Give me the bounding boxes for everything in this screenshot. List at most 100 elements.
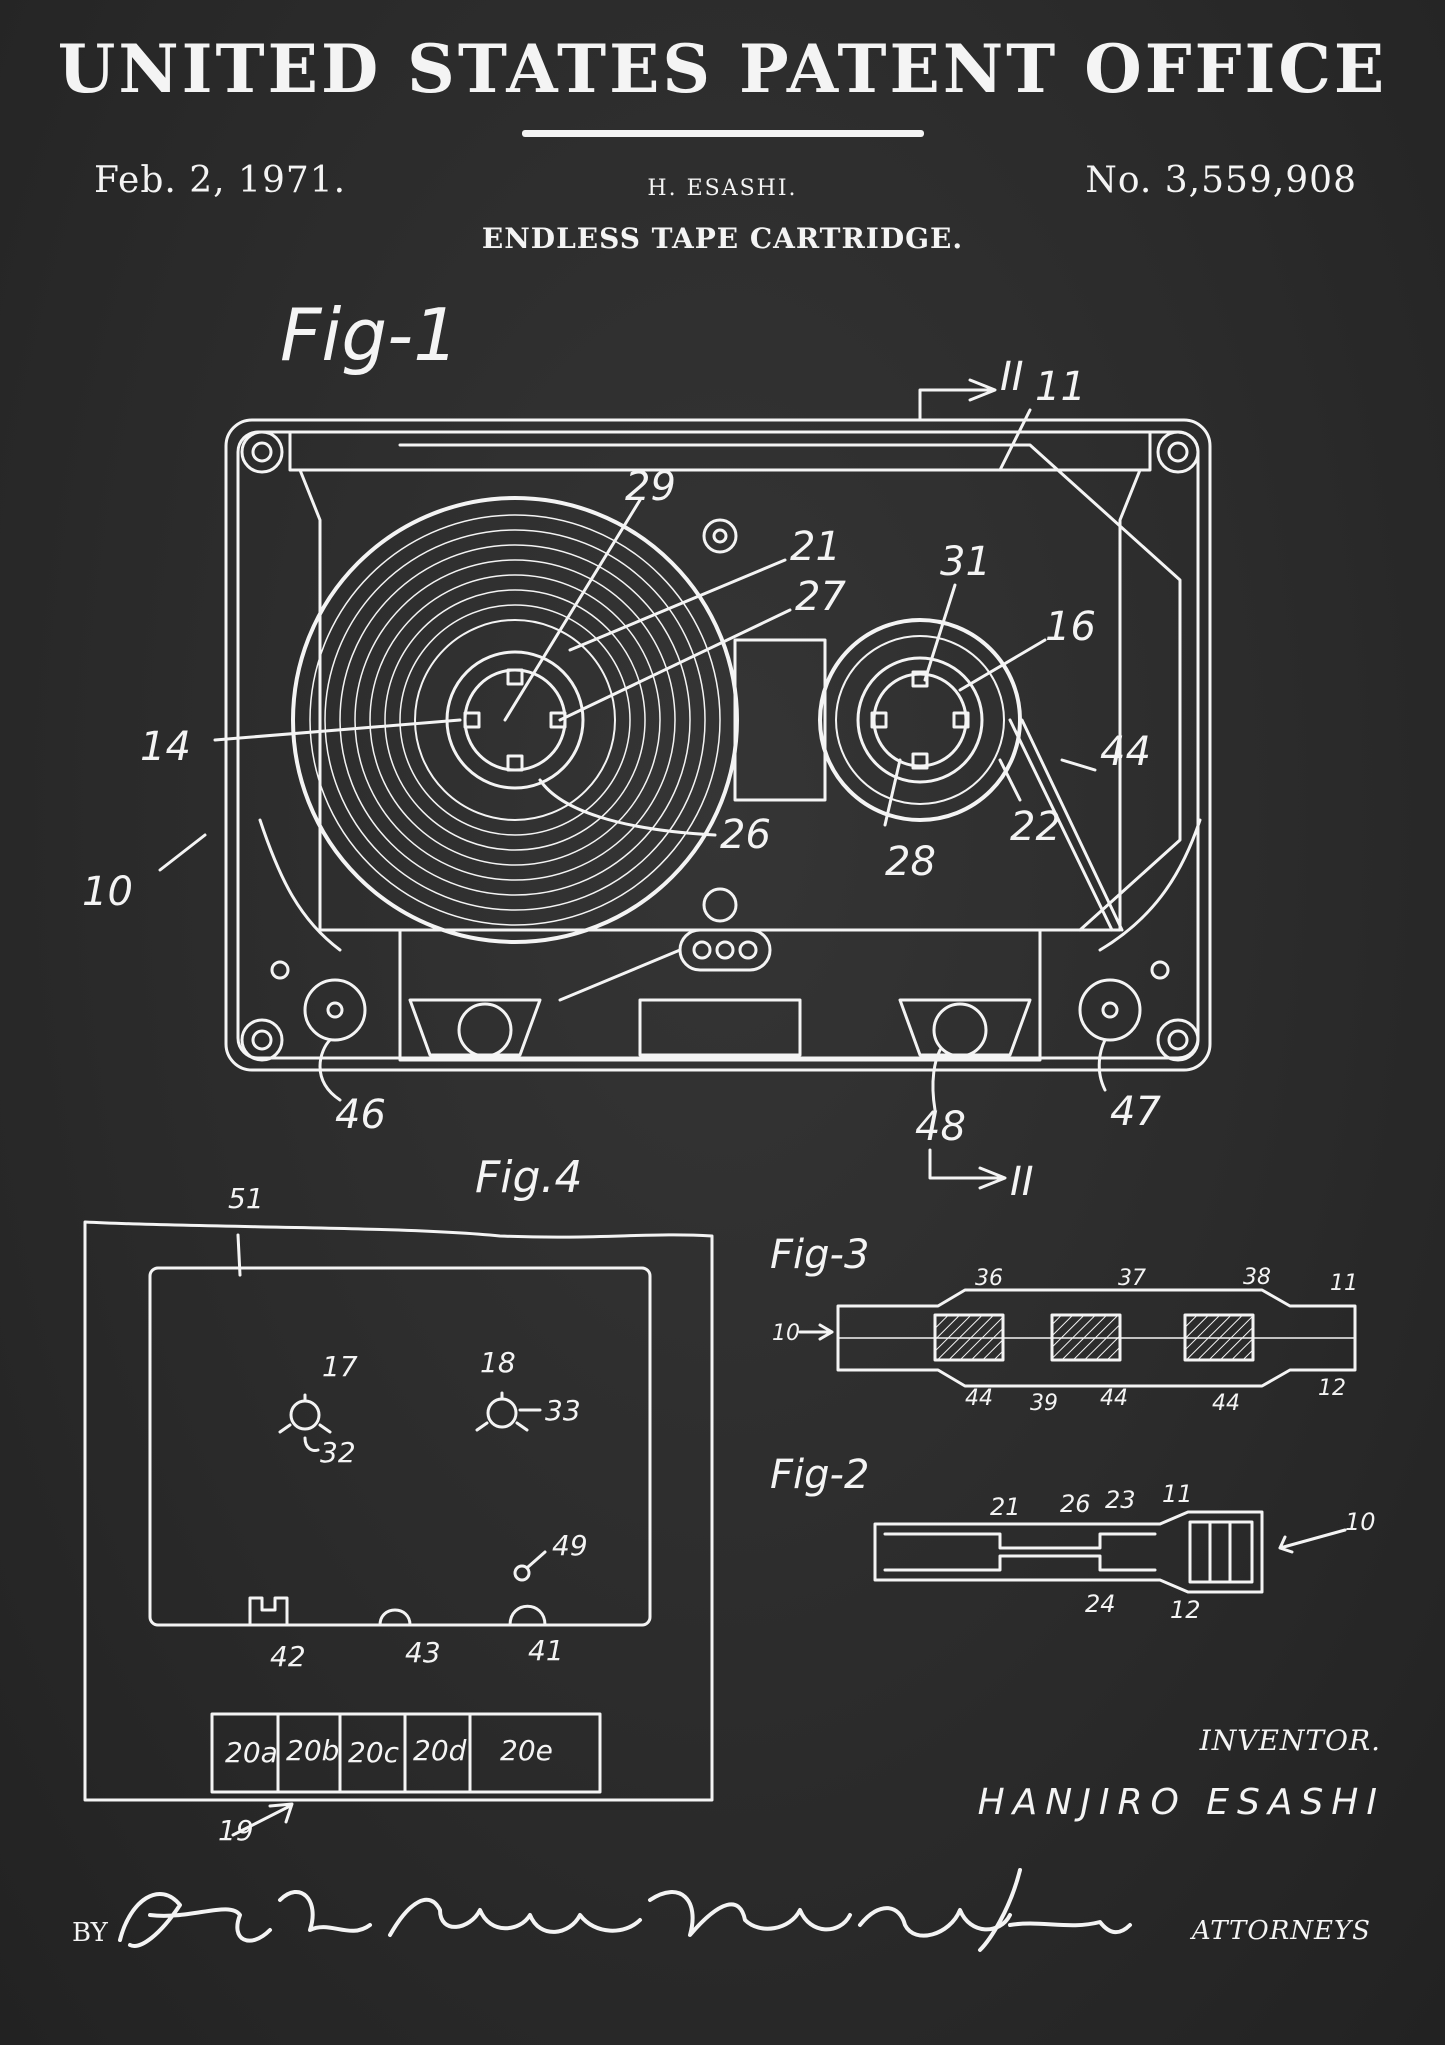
head-pad: [638, 998, 802, 1057]
fig1-label-10: 10: [82, 869, 133, 915]
section-marker-bottom: II: [1010, 1159, 1034, 1205]
section-marker-top: II: [1000, 354, 1024, 400]
fig4-label-32: 32: [320, 1436, 356, 1469]
fig4-label-49: 49: [552, 1529, 588, 1562]
fig1-label-14: 14: [140, 724, 191, 770]
inventor-label: INVENTOR.: [1199, 1724, 1381, 1757]
by-label: BY: [72, 1918, 108, 1948]
fig1-label-22: 22: [1010, 804, 1061, 850]
fig2-body: [873, 1510, 1264, 1594]
tape-path-right: [1008, 718, 1114, 932]
track-cell-20b: 20b: [286, 1734, 339, 1767]
fig1-label-47: 47: [1110, 1089, 1161, 1135]
pinch-right: [898, 998, 1032, 1057]
fig2-caption: Fig-2: [770, 1452, 869, 1498]
fig1-label-26: 26: [720, 812, 771, 858]
fig2-label-21: 21: [990, 1493, 1021, 1521]
fig3-body: [836, 1288, 1357, 1388]
track-cell-20c: 20c: [348, 1736, 400, 1769]
fig3-caption: Fig-3: [770, 1232, 869, 1278]
title-rule: [522, 130, 924, 137]
fig1-caption: Fig-1: [280, 293, 459, 377]
supply-reel: [291, 496, 739, 944]
cassette-guide-line: [398, 443, 1182, 932]
fig3-section: Fig-3 10 36 37 38 11 44 39 44 44 12: [770, 1232, 1358, 1416]
fig4-label-19: 19: [218, 1814, 254, 1847]
head-opening: [398, 928, 1042, 1062]
fig1-label-21: 21: [790, 524, 841, 570]
fig4-label-33: 33: [545, 1394, 581, 1427]
cassette-tape-right-path: [1098, 818, 1202, 952]
fig4-cassette-face: Fig.4 51 17 18 32 33 49 42 43 41 19 20a …: [83, 1152, 714, 1847]
fig4-caption: Fig.4: [475, 1152, 582, 1203]
invention-title: ENDLESS TAPE CARTRIDGE.: [481, 222, 964, 255]
cassette-tape-left-path: [258, 818, 342, 952]
fig4-label-18: 18: [480, 1346, 516, 1379]
cassette-top-rail: [288, 430, 1152, 472]
attorneys-label: ATTORNEYS: [1191, 1916, 1371, 1946]
fig3-label-44a: 44: [965, 1386, 993, 1411]
pin-42: [248, 1596, 289, 1627]
fig2-section: Fig-2 21 26 23 11 10 24 12: [770, 1452, 1376, 1624]
attorney-signature: [118, 1868, 1132, 1952]
screw-top-right: [1156, 430, 1200, 474]
fig1-label-16: 16: [1045, 604, 1096, 650]
fig2-label-10: 10: [1345, 1508, 1376, 1536]
fig3-label-37: 37: [1118, 1266, 1146, 1291]
tape-window: [733, 638, 827, 802]
track-cell-20e: 20e: [500, 1734, 553, 1767]
track-cell-20a: 20a: [225, 1736, 278, 1769]
fig4-label-41: 41: [528, 1634, 564, 1667]
pad-36: [933, 1313, 1005, 1362]
fig3-label-44b: 44: [1100, 1386, 1128, 1411]
patent-number: No. 3,559,908: [1085, 160, 1357, 201]
pinch-left: [408, 998, 542, 1057]
hub-hole-17: [278, 1393, 332, 1434]
fig1-label-31: 31: [940, 539, 991, 585]
fig2-label-12: 12: [1170, 1596, 1201, 1624]
notch-41: [508, 1604, 547, 1627]
inventor-name: HANJIRO ESASHI: [977, 1782, 1385, 1823]
fig1-label-11: 11: [1035, 364, 1086, 410]
fig3-label-11: 11: [1330, 1271, 1358, 1296]
screw-bottom-left: [240, 1018, 284, 1062]
screw-top-left: [240, 430, 284, 474]
fig3-label-44c: 44: [1212, 1391, 1240, 1416]
fig4-label-42: 42: [270, 1640, 306, 1673]
fig1-label-28: 28: [885, 839, 936, 885]
fig1-label-46: 46: [335, 1092, 386, 1138]
fig1-label-29: 29: [625, 464, 676, 510]
takeup-reel: [818, 618, 1022, 822]
small-screw: [702, 518, 738, 554]
cassette-inner-rim: [236, 430, 1200, 1060]
fig4-label-43: 43: [405, 1636, 441, 1669]
hole-49: [513, 1564, 531, 1582]
pad-38: [1183, 1313, 1255, 1362]
guide-roller-left: [303, 978, 367, 1042]
fig2-label-26: 26: [1060, 1490, 1091, 1518]
cassette-inner-frame: [298, 468, 1142, 932]
fig4-label-area: [148, 1266, 652, 1627]
fig1-label-44: 44: [1100, 729, 1151, 775]
fig4-label-17: 17: [322, 1350, 358, 1383]
fig1-label-48: 48: [915, 1104, 966, 1150]
notch-43: [378, 1608, 412, 1627]
office-title: UNITED STATES PATENT OFFICE: [57, 30, 1388, 108]
track-cell-20d: 20d: [413, 1734, 467, 1767]
cassette-outer-shell: [224, 418, 1212, 1072]
fig3-label-39: 39: [1030, 1391, 1058, 1416]
inventor-short-name: H. ESASHI.: [647, 176, 798, 201]
fig2-label-24: 24: [1085, 1590, 1116, 1618]
fig2-label-23: 23: [1105, 1486, 1136, 1514]
fig1-cassette: Fig-1: [82, 293, 1212, 1205]
fig3-label-36: 36: [975, 1266, 1003, 1291]
fig3-label-10: 10: [772, 1321, 800, 1346]
fig3-label-12: 12: [1318, 1376, 1346, 1401]
fig4-label-51: 51: [228, 1182, 264, 1215]
screw-bottom-right: [1156, 1018, 1200, 1062]
fig3-label-38: 38: [1243, 1265, 1271, 1290]
fig1-label-27: 27: [795, 574, 846, 620]
hub-hole-18: [475, 1391, 529, 1432]
